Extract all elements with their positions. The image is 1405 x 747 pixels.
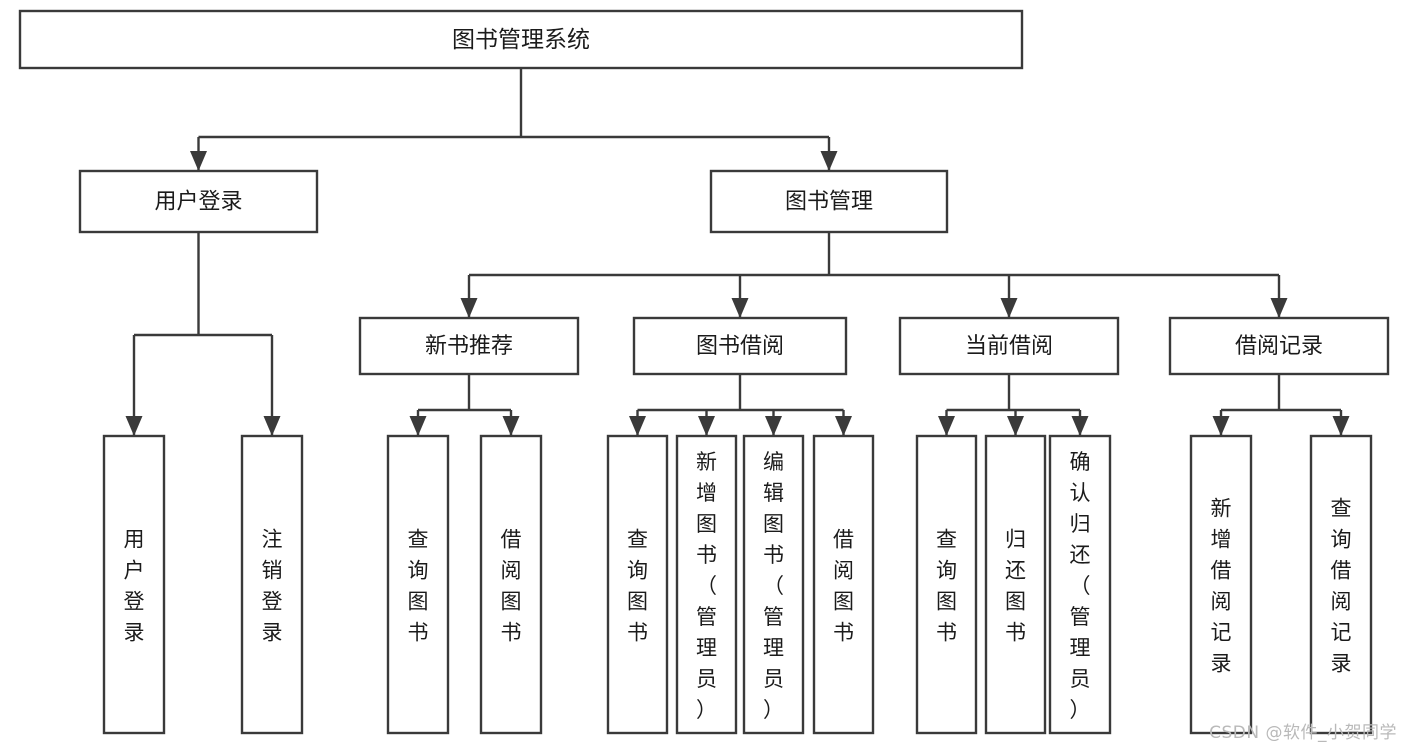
node-root-box[interactable] — [18, 9, 1024, 70]
node-leaf-query-book-1-box[interactable] — [386, 434, 450, 735]
arrow-into-leaf-user-login — [125, 416, 143, 436]
connector-layer — [125, 68, 1350, 436]
node-leaf-edit-book[interactable]: 编辑图书（管理员） — [742, 434, 805, 735]
node-leaf-edit-book-box[interactable] — [742, 434, 805, 735]
node-leaf-confirm-return-box[interactable] — [1048, 434, 1112, 735]
arrow-into-leaf-borrow-book-1 — [502, 416, 520, 436]
arrow-into-leaf-query-record — [1332, 416, 1350, 436]
arrow-into-book-manage — [820, 151, 838, 171]
arrow-into-user-login — [190, 151, 207, 171]
node-leaf-borrow-book-1[interactable]: 借阅图书 — [479, 434, 543, 735]
watermark-text: CSDN @软件_小贺同学 — [1209, 723, 1397, 743]
node-leaf-query-book-2-box[interactable] — [606, 434, 669, 735]
node-leaf-query-book-2[interactable]: 查询图书 — [606, 434, 669, 735]
node-new-book-recommend-label: 新书推荐 — [425, 334, 513, 359]
node-leaf-logout[interactable]: 注销登录 — [240, 434, 304, 735]
arrow-into-leaf-query-book-2 — [629, 416, 646, 436]
node-leaf-query-book-3-box[interactable] — [915, 434, 978, 735]
arrow-into-book-borrow — [731, 298, 749, 318]
node-leaf-add-record-box[interactable] — [1189, 434, 1253, 735]
node-new-book-recommend[interactable]: 新书推荐 — [358, 316, 580, 376]
node-root-label: 图书管理系统 — [452, 27, 590, 53]
node-leaf-query-record[interactable]: 查询借阅记录 — [1309, 434, 1373, 735]
node-leaf-borrow-book-2-box[interactable] — [812, 434, 875, 735]
node-leaf-edit-book-label: 编辑图书（管理员） — [763, 450, 784, 722]
node-leaf-return-book-box[interactable] — [984, 434, 1047, 735]
node-leaf-query-book-1-label: 查询图书 — [408, 528, 429, 645]
node-leaf-borrow-book-2-label: 借阅图书 — [833, 528, 854, 645]
arrow-into-leaf-add-record — [1212, 416, 1230, 436]
arrow-into-leaf-borrow-book-2 — [835, 416, 852, 436]
arrow-into-borrow-record — [1270, 298, 1288, 318]
arrow-into-leaf-query-book-1 — [409, 416, 427, 436]
node-book-borrow[interactable]: 图书借阅 — [632, 316, 848, 376]
node-current-borrow-label: 当前借阅 — [965, 334, 1053, 359]
node-leaf-query-book-3-label: 查询图书 — [936, 528, 957, 645]
node-new-book-recommend-box[interactable] — [358, 316, 580, 376]
node-leaf-user-login-label: 用户登录 — [124, 528, 145, 645]
node-leaf-add-record-label: 新增借阅记录 — [1211, 497, 1232, 676]
node-borrow-record-label: 借阅记录 — [1235, 334, 1323, 359]
node-leaf-add-book-label: 新增图书（管理员） — [696, 450, 717, 722]
node-leaf-return-book-label: 归还图书 — [1005, 528, 1026, 645]
node-leaf-borrow-book-2[interactable]: 借阅图书 — [812, 434, 875, 735]
arrow-into-leaf-query-book-3 — [938, 416, 955, 436]
node-current-borrow-box[interactable] — [898, 316, 1120, 376]
node-user-login-label: 用户登录 — [154, 190, 242, 215]
arrow-into-leaf-add-book — [698, 416, 715, 436]
arrow-into-leaf-return-book — [1007, 416, 1024, 436]
node-book-manage[interactable]: 图书管理 — [709, 169, 949, 234]
arrow-into-leaf-confirm-return — [1071, 416, 1089, 436]
node-leaf-confirm-return-label: 确认归还（管理员） — [1070, 450, 1091, 722]
node-leaf-user-login[interactable]: 用户登录 — [102, 434, 166, 735]
node-book-manage-box[interactable] — [709, 169, 949, 234]
node-leaf-query-book-1[interactable]: 查询图书 — [386, 434, 450, 735]
node-leaf-add-record[interactable]: 新增借阅记录 — [1189, 434, 1253, 735]
arrow-into-leaf-edit-book — [765, 416, 782, 436]
node-borrow-record[interactable]: 借阅记录 — [1168, 316, 1390, 376]
node-root[interactable]: 图书管理系统 — [18, 9, 1024, 70]
node-leaf-query-record-label: 查询借阅记录 — [1331, 497, 1352, 676]
node-borrow-record-box[interactable] — [1168, 316, 1390, 376]
node-leaf-logout-box[interactable] — [240, 434, 304, 735]
node-user-login-box[interactable] — [78, 169, 319, 234]
node-current-borrow[interactable]: 当前借阅 — [898, 316, 1120, 376]
node-leaf-return-book[interactable]: 归还图书 — [984, 434, 1047, 735]
node-leaf-borrow-book-1-label: 借阅图书 — [501, 528, 522, 645]
node-user-login[interactable]: 用户登录 — [78, 169, 319, 234]
node-leaf-borrow-book-1-box[interactable] — [479, 434, 543, 735]
node-leaf-query-book-2-label: 查询图书 — [627, 528, 648, 645]
node-leaf-confirm-return[interactable]: 确认归还（管理员） — [1048, 434, 1112, 735]
node-leaf-add-book[interactable]: 新增图书（管理员） — [675, 434, 738, 735]
arrow-into-leaf-logout — [263, 416, 281, 436]
node-book-borrow-box[interactable] — [632, 316, 848, 376]
node-book-borrow-label: 图书借阅 — [696, 334, 784, 359]
node-leaf-logout-label: 注销登录 — [262, 528, 283, 645]
arrow-into-new-book-recommend — [460, 298, 478, 318]
node-leaf-query-record-box[interactable] — [1309, 434, 1373, 735]
node-book-manage-label: 图书管理 — [785, 190, 873, 215]
node-layer: 图书管理系统用户登录图书管理新书推荐图书借阅当前借阅借阅记录用户登录注销登录查询… — [18, 9, 1390, 735]
node-leaf-query-book-3[interactable]: 查询图书 — [915, 434, 978, 735]
arrow-into-current-borrow — [1000, 298, 1018, 318]
node-leaf-user-login-box[interactable] — [102, 434, 166, 735]
node-leaf-add-book-box[interactable] — [675, 434, 738, 735]
